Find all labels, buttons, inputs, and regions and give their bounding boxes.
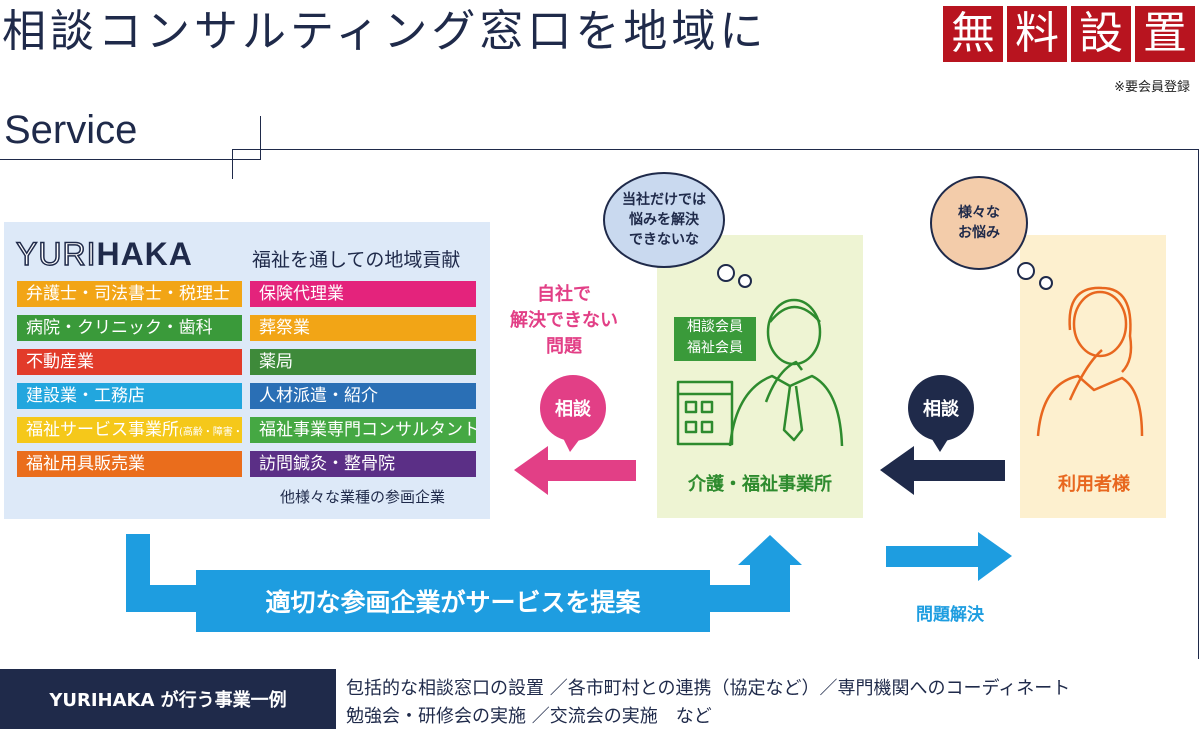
industry-cell-staffing: 人材派遣・紹介 — [250, 383, 476, 409]
free-char-3: 設 — [1071, 6, 1131, 62]
proposal-bar: 適切な参画企業がサービスを提案 — [196, 570, 710, 632]
office-thought-bubble: 当社だけでは 悩みを解決 できないな — [603, 172, 725, 268]
free-char-4: 置 — [1135, 6, 1195, 62]
section-title: Service — [4, 108, 138, 152]
user-thought-bubble: 様々な お悩み — [930, 176, 1028, 270]
user-thought-dot-small — [1039, 276, 1053, 290]
industry-cell-welfare-equipment: 福祉用具販売業 — [17, 451, 242, 477]
frame-right-line — [1198, 149, 1199, 659]
unsolvable-issue-text: 自社で 解決できない 問題 — [510, 284, 618, 357]
frame-top-line — [232, 149, 1199, 150]
footer-activities: 包括的な相談窓口の設置 ／各市町村との連携（協定など）／専門機関へのコーディネー… — [346, 675, 1070, 731]
free-char-1: 無 — [943, 6, 1003, 62]
footer-label: YURIHAKA が行う事業一例 — [0, 669, 336, 729]
blue-up-arrow — [710, 535, 802, 612]
industry-cell-insurance: 保険代理業 — [250, 281, 476, 307]
user-label: 利用者様 — [1058, 474, 1130, 495]
corner-line-tick — [232, 149, 233, 179]
yurihaka-logo: YURIHAKA — [15, 235, 193, 273]
industry-cell-lawyers: 弁護士・司法書士・税理士 — [17, 281, 242, 307]
title-underline — [0, 159, 260, 160]
industry-cell-construction: 建設業・工務店 — [17, 383, 242, 409]
footer-line-1: 包括的な相談窓口の設置 ／各市町村との連携（協定など）／専門機関へのコーディネー… — [346, 678, 1071, 699]
thought-dot-small — [738, 274, 752, 288]
other-industries-note: 他様々な業種の参画企業 — [280, 488, 446, 506]
navy-arrow-left — [880, 446, 1005, 495]
industry-cell-funeral: 葬祭業 — [250, 315, 476, 341]
welfare-office-box — [657, 235, 863, 518]
industry-cell-welfare-service: 福祉サービス事業所(高齢・障害・児童) — [17, 417, 242, 443]
member-tag: 相談会員 福祉会員 — [674, 317, 756, 361]
pink-arrow-left — [514, 446, 636, 495]
blue-arrow-right — [886, 532, 1012, 581]
pink-bubble-tail — [562, 436, 582, 452]
industry-cell-acupuncture: 訪問鍼灸・整骨院 — [250, 451, 476, 477]
industry-cell-welfare-consultant: 福祉事業専門コンサルタント — [250, 417, 476, 443]
user-thought-dot-large — [1017, 262, 1035, 280]
industry-cell-hospitals: 病院・クリニック・歯科 — [17, 315, 242, 341]
industry-cell-pharmacy: 薬局 — [250, 349, 476, 375]
consult-bubble-pink: 相談 — [540, 375, 606, 441]
corner-line-vertical — [260, 116, 261, 160]
thought-dot-large — [717, 264, 735, 282]
problem-solved-label: 問題解決 — [916, 605, 984, 625]
free-char-2: 料 — [1007, 6, 1067, 62]
membership-note: ※要会員登録 — [1114, 80, 1190, 95]
industry-cell-real-estate: 不動産業 — [17, 349, 242, 375]
page-title: 相談コンサルティング窓口を地域に — [2, 6, 768, 57]
footer-line-2: 勉強会・研修会の実施 ／交流会の実施 など — [346, 706, 712, 727]
user-woman-icon — [1036, 286, 1144, 437]
panel-tagline: 福祉を通しての地域貢献 — [252, 249, 461, 271]
office-worker-icon — [676, 298, 844, 447]
welfare-office-label: 介護・福祉事業所 — [688, 474, 832, 495]
blue-bracket-arrow — [126, 534, 196, 612]
consult-bubble-navy: 相談 — [908, 375, 974, 441]
